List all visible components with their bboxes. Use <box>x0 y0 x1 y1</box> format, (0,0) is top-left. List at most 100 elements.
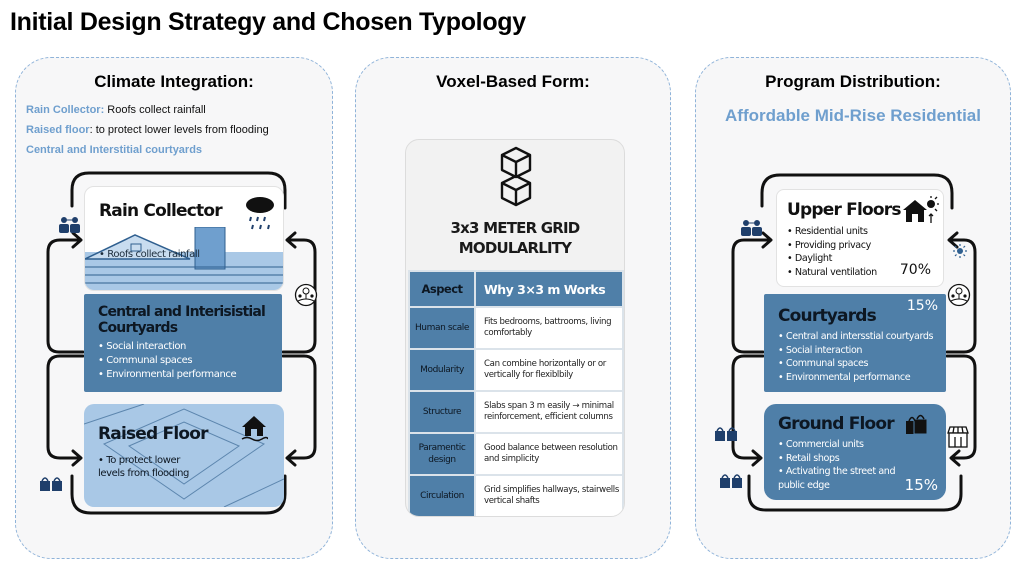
flow-arrow-right-bottom <box>945 354 977 467</box>
ground-floor-card: Ground Floor Commercial units Retail sho… <box>764 404 946 500</box>
aspect-cell: Structure <box>408 390 476 434</box>
flow-arrow-left-top <box>46 231 85 354</box>
card-title: Ground Floor <box>778 414 895 434</box>
community-tree-icon <box>947 283 971 307</box>
panel-title: Climate Integration: <box>94 72 254 91</box>
card-bullet: Social interaction <box>98 340 236 354</box>
column-header: Aspect <box>408 270 476 308</box>
raised-floor-card: Raised Floor To protect lower levels fro… <box>84 404 284 507</box>
page-title: Initial Design Strategy and Chosen Typol… <box>10 8 526 36</box>
house-flood-icon <box>241 416 268 442</box>
card-bullet: Providing privacy <box>787 239 877 253</box>
card-bullet: Roofs collect rainfall <box>99 249 200 260</box>
shopping-bags-icon <box>906 414 928 435</box>
title-line: Courtyards <box>98 320 178 336</box>
panel-title: Program Distribution: <box>765 72 941 91</box>
storefront-icon <box>947 426 969 448</box>
aspect-cell: Modularity <box>408 348 476 392</box>
program-distribution-panel: Program Distribution: Affordable Mid-Ris… <box>695 57 1011 559</box>
legend-value: : to protect lower levels from flooding <box>89 124 269 136</box>
legend-value: Roofs collect rainfall <box>104 104 206 116</box>
card-bullet: Natural ventilation <box>787 266 877 280</box>
shopping-bags-icon <box>720 474 742 488</box>
why-cell: Can combine horizontally or or verticall… <box>474 348 624 392</box>
card-bullet: Central and intersstial courtyards <box>778 330 934 344</box>
why-cell: Fits bedrooms, battrooms, living comfort… <box>474 306 624 350</box>
aspect-cell: Paramentic design <box>408 432 476 476</box>
percent-label: 15% <box>906 298 938 314</box>
card-bullet: Environmental performance <box>778 371 933 385</box>
flow-loop-bottom <box>747 474 963 512</box>
why-cell: Slabs span 3 m easily → minimal reinforc… <box>474 390 624 434</box>
card-bullet: To protect lower levels from flooding <box>98 454 208 480</box>
legend-item: Raised floor: to protect lower levels fr… <box>26 120 269 140</box>
grid-heading: 3x3 METER GRID MODULARLITY <box>406 218 624 258</box>
legend-item: Central and Interstitial courtyards <box>26 140 269 160</box>
community-tree-icon <box>294 283 318 307</box>
card-bullet: Environmental performance <box>98 368 236 382</box>
flow-arrow-right-top <box>945 231 977 354</box>
voxel-form-panel: Voxel-Based Form: 3x3 METER GRID MODULAR… <box>355 57 671 559</box>
sun-icon <box>953 244 967 258</box>
card-bullet: Communal spaces <box>778 357 933 371</box>
card-title: Courtyards <box>778 306 877 326</box>
cloud-rain-icon <box>246 197 274 230</box>
upper-floors-card: Upper Floors Residential units Providing… <box>776 189 944 287</box>
panel-title: Voxel-Based Form: <box>436 72 590 91</box>
panel-subtitle: Affordable Mid-Rise Residential <box>725 106 981 125</box>
title-line: Central and Interisistial <box>98 304 266 320</box>
legend-item: Rain Collector: Roofs collect rainfall <box>26 100 269 120</box>
house-sun-icon <box>903 196 939 223</box>
card-bullet: Communal spaces <box>98 354 236 368</box>
card-bullet: Activating the street and public edge <box>778 465 898 492</box>
shopping-bags-icon <box>715 427 737 441</box>
flow-arrow-left-bottom <box>731 354 765 467</box>
people-meeting-icon <box>59 217 80 233</box>
flow-loop-bottom <box>70 474 287 515</box>
table-header-row: Aspect Why 3×3 m Works <box>408 270 624 308</box>
stacked-cubes-icon <box>500 146 532 207</box>
card-title: Rain Collector <box>99 201 223 221</box>
people-meeting-icon <box>741 220 762 236</box>
percent-label: 15% <box>904 476 938 494</box>
card-bullet: Social interaction <box>778 344 933 358</box>
card-bullet: Residential units <box>787 225 877 239</box>
flow-arrows <box>731 173 977 512</box>
heading-line: 3x3 METER GRID <box>450 219 581 237</box>
why-cell: Good balance between resolution and simp… <box>474 432 624 476</box>
flow-arrow-right-bottom <box>281 354 317 467</box>
legend-key: Raised floor <box>26 124 90 136</box>
flow-loop-top <box>70 171 287 210</box>
column-header: Why 3×3 m Works <box>474 270 624 308</box>
shopping-bags-icon <box>40 477 62 491</box>
card-bullet: Daylight <box>787 252 877 266</box>
flow-arrow-left-bottom <box>46 354 85 467</box>
card-bullet: Commercial units <box>778 438 898 452</box>
courtyards-card: Courtyards Central and intersstial court… <box>764 294 946 392</box>
flow-arrow-left-top <box>731 231 773 354</box>
flow-loop-top <box>760 173 954 210</box>
card-bullet: Retail shops <box>778 452 898 466</box>
rain-collector-card: Rain Collector Roofs collect rainfall <box>84 186 284 291</box>
percent-label: 70% <box>899 262 931 278</box>
climate-integration-panel: Climate Integration: Rain Collector: Roo… <box>15 57 333 559</box>
heading-line: MODULARLITY <box>458 239 572 257</box>
legend-key: Rain Collector: <box>26 104 105 116</box>
flow-arrows <box>46 171 317 515</box>
card-title: Upper Floors <box>787 200 901 220</box>
card-title: Raised Floor <box>98 424 209 444</box>
aspect-cell: Circulation <box>408 474 476 516</box>
why-cell: Grid simplifies hallways, stairwells ver… <box>474 474 624 516</box>
climate-legend: Rain Collector: Roofs collect rainfall R… <box>26 100 269 160</box>
grid-modularity-card: 3x3 METER GRID MODULARLITY Aspect Why 3×… <box>405 139 625 517</box>
aspect-cell: Human scale <box>408 306 476 350</box>
legend-key: Central and Interstitial courtyards <box>26 144 203 156</box>
